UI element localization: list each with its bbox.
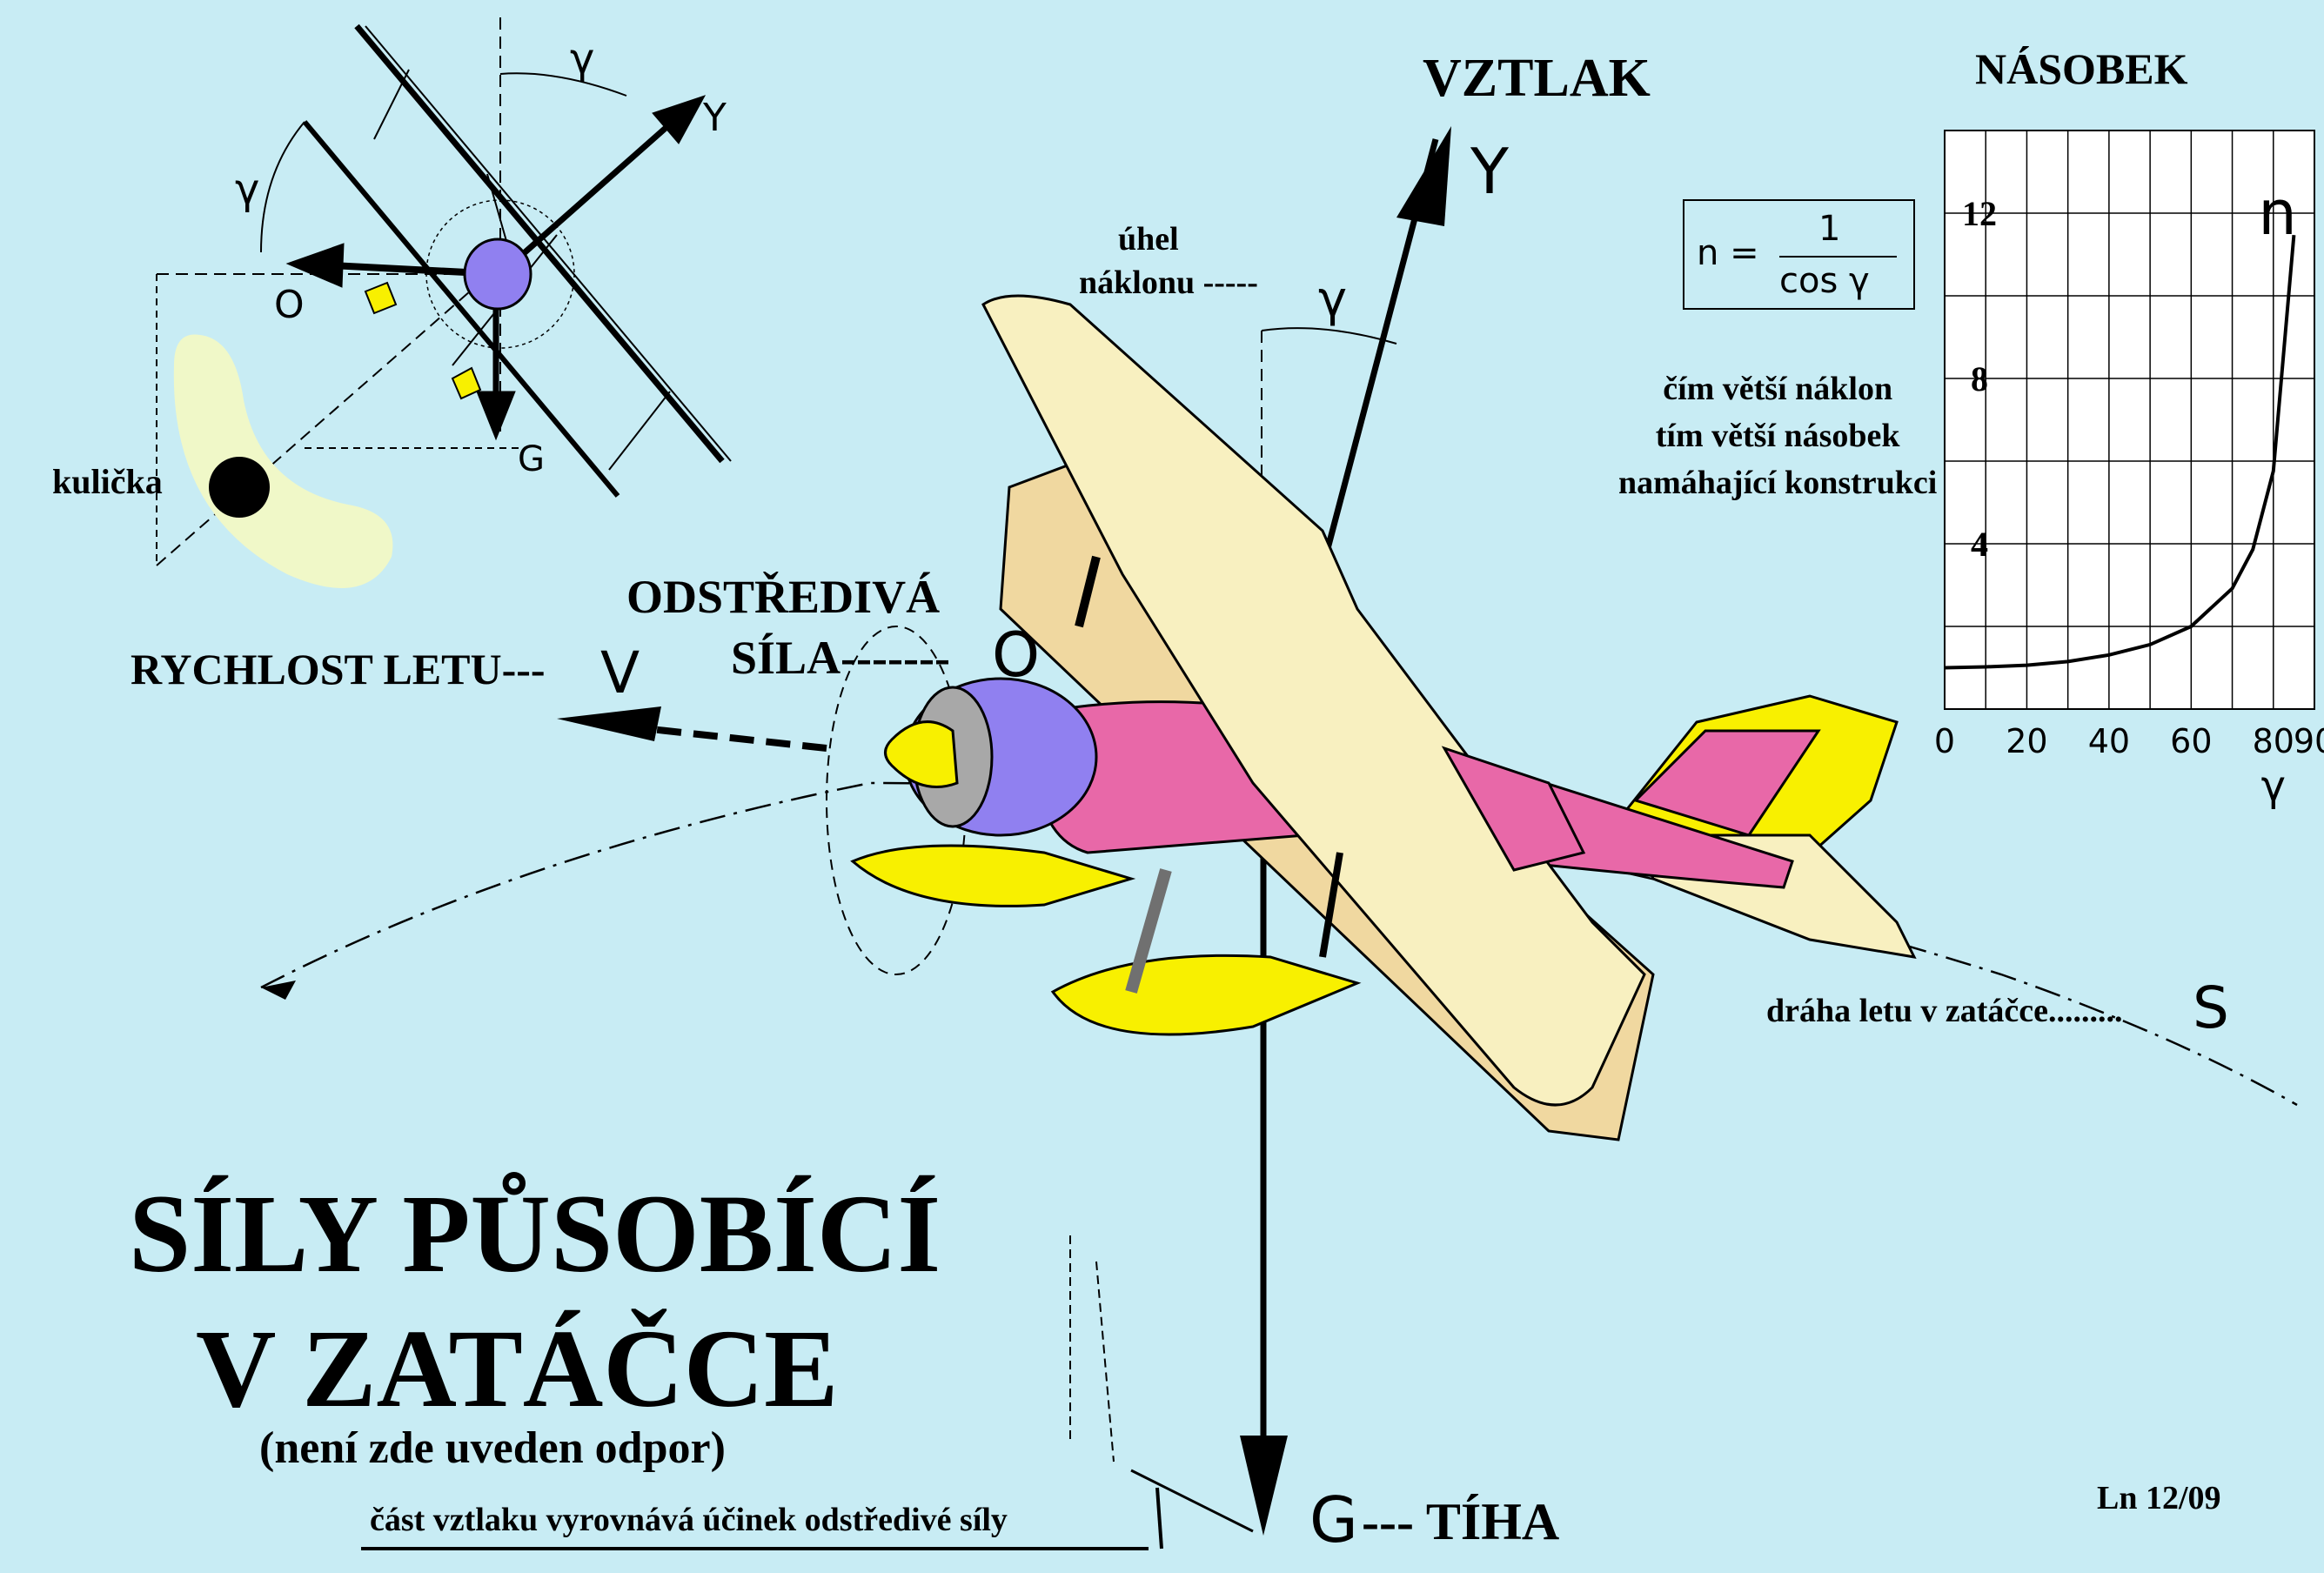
chart-x-tick-label: 20 [2006, 722, 2047, 760]
inset-y-vector [498, 106, 690, 277]
inset-gamma-arc-top [499, 72, 627, 97]
explanation-line-2: tím větší násobek [1655, 418, 1900, 454]
inset-float-left [364, 281, 398, 315]
chart-y-axis-label: n [2258, 177, 2296, 249]
inset-g-label: G [518, 439, 545, 479]
chart-y-tick-label: 8 [1971, 359, 1988, 398]
flight-path-label: dráha letu v zatáčce......... [1766, 993, 2123, 1029]
chart-x-axis-label: γ [2261, 762, 2286, 811]
chart-y-tick-label: 12 [1962, 194, 1997, 233]
speed-label: RYCHLOST LETU--- [131, 645, 546, 693]
inset-g-arrowhead-icon [476, 391, 516, 441]
upper-wing-pink-panel [1441, 746, 1586, 872]
flight-path-arrowhead [261, 981, 296, 1000]
title-note: (není zde uveden odpor) [259, 1423, 726, 1473]
centrifugal-symbol: O [992, 619, 1041, 691]
gamma-arc [1261, 327, 1397, 345]
inset-wing-upper [354, 23, 725, 464]
bottom-note: část vztlaku vyrovnává účinek odstředivé… [370, 1502, 1008, 1538]
inset-diagram [156, 17, 732, 566]
inset-wing-lower [302, 120, 620, 498]
inset-o-arrowhead-icon [285, 243, 345, 288]
speed-arrowhead-icon [557, 706, 661, 741]
inset-o-label: O [274, 283, 305, 327]
speed-vector [626, 723, 827, 752]
multiplier-label: NÁSOBEK [1975, 44, 2188, 93]
tail-fin-pink [1633, 729, 1821, 837]
inset-gamma-top: γ [570, 35, 595, 84]
chart-plot-area [1944, 130, 2315, 710]
inset-struts [373, 69, 671, 471]
inset-ring-outer [425, 199, 575, 349]
chart-x-tick-label: 90 [2294, 722, 2324, 760]
flight-path-symbol: S [2193, 974, 2229, 1041]
inset-gamma-arc-left [260, 121, 305, 253]
upper-wing [981, 294, 1646, 1107]
inset-diagonal-line [156, 260, 506, 566]
title-line-1: SÍLY PŮSOBÍCÍ [129, 1172, 941, 1295]
weight-symbol: G [1309, 1483, 1358, 1556]
ball-label: kulička [52, 462, 163, 501]
centrifugal-label: ODSTŘEDIVÁ [626, 571, 941, 623]
footer-label: Ln 12/09 [2097, 1480, 2221, 1516]
lift-arrowhead-icon [1396, 126, 1451, 226]
chart-x-tick-label: 80 [2253, 722, 2294, 760]
chart-x-tick-label: 40 [2088, 722, 2130, 760]
biplane-drawing [850, 294, 1917, 1141]
float-left [850, 844, 1136, 907]
title-line-2: V ZATÁČCE [196, 1307, 839, 1430]
ball-track [173, 334, 393, 588]
explanation-line-1: čím větší náklon [1663, 371, 1893, 407]
chart-x-tick-label: 0 [1934, 722, 1955, 760]
bank-angle-text-2: náklonu ----- [1079, 264, 1258, 301]
formula-lhs: n = [1697, 233, 1759, 273]
inset-wing-upper-inner [365, 25, 732, 462]
formula-numerator: 1 [1818, 209, 1841, 249]
wing-strut [1075, 555, 1101, 628]
lift-component-line [1130, 1469, 1254, 1533]
chart-x-tick-label: 60 [2170, 722, 2212, 760]
float-right [1050, 954, 1362, 1036]
angle-indicator-line-2 [1095, 1261, 1115, 1463]
lift-symbol: Y [1470, 135, 1509, 208]
speed-symbol: V [600, 639, 640, 706]
gamma-symbol: γ [1318, 271, 1348, 328]
wing-strut-2 [1319, 852, 1343, 958]
chart-y-tick-label: 4 [1971, 525, 1988, 564]
ball-icon [209, 457, 270, 518]
float-strut [1125, 868, 1172, 994]
weight-label: --- TÍHA [1362, 1493, 1560, 1550]
bottom-note-tick [1155, 1487, 1163, 1550]
propeller-spinner [884, 720, 959, 788]
inset-y-arrowhead-icon [652, 95, 707, 144]
inset-engine [463, 238, 532, 311]
formula-box [1683, 199, 1915, 310]
bank-angle-text: úhel [1118, 221, 1179, 258]
weight-arrowhead-icon [1240, 1436, 1288, 1536]
inset-y-label: Y [703, 96, 727, 140]
bank-angle-label: úhel náklonu ----- [1079, 218, 1258, 305]
inset-gamma-left: γ [235, 165, 260, 214]
centrifugal-label-2: SÍLA------- [731, 632, 950, 684]
explanation-line-3: namáhající konstrukci [1618, 465, 1938, 501]
lift-label: VZTLAK [1423, 49, 1651, 108]
formula-denominator: cos γ [1779, 261, 1870, 301]
multiplier-chart: 0 20 40 60 8090 4 8 12 γ n [1934, 130, 2324, 811]
explanation-text: čím větší náklon tím větší násobek namáh… [1618, 365, 1937, 506]
inset-float-right [451, 366, 482, 400]
